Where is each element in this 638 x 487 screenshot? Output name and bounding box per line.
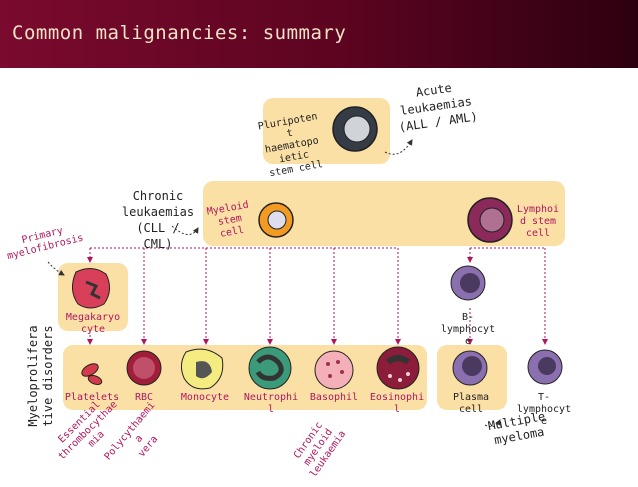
basophil-label: Basophil [309,392,359,403]
neutrophil-label: Neutrophi l [243,392,299,415]
myeloid-cell-icon [258,202,294,238]
monocyte-icon [180,348,224,390]
plasma-cell-label: Plasma cell [452,392,490,415]
chronic-leukaemias-label: Chronic leukaemias (CLL / CML) [121,189,195,251]
platelets-label: Platelets [64,392,120,403]
stem-cell-icon [332,106,378,152]
header-bar: Common malignancies: summary [0,0,638,68]
rbc-icon [126,350,162,386]
t-lymphocyte-icon [527,349,563,385]
megakaryocyte-icon [72,268,110,309]
neutrophil-icon [248,346,292,390]
lymphoid-cell-icon [467,197,513,243]
t-lymphocyte-label: T- lymphocyt e [516,392,572,427]
myeloproliferative-disorders-label: Myeloprolifera tive disorders [26,325,55,427]
megakaryocyte-label: Megakaryo cyte [65,312,121,335]
mature-myeloid-panel [63,345,427,410]
b-lymphocyte-icon [450,265,486,301]
b-lymphocyte-label: B- lymphocyt e [440,312,496,347]
eosinophil-label: Eosinophi l [369,392,425,415]
pluripotent-label: Pluripoten t haematopo ietic stem cell [257,111,324,180]
eosinophil-icon [376,346,420,390]
basophil-icon [314,350,354,390]
monocyte-label: Monocyte [180,392,230,403]
rbc-label: RBC [134,392,154,403]
page-title: Common malignancies: summary [12,22,347,44]
lymphoid-label: Lymphoi d stem cell [516,204,560,239]
platelets-icon [81,363,103,385]
plasma-cell-icon [452,350,488,386]
